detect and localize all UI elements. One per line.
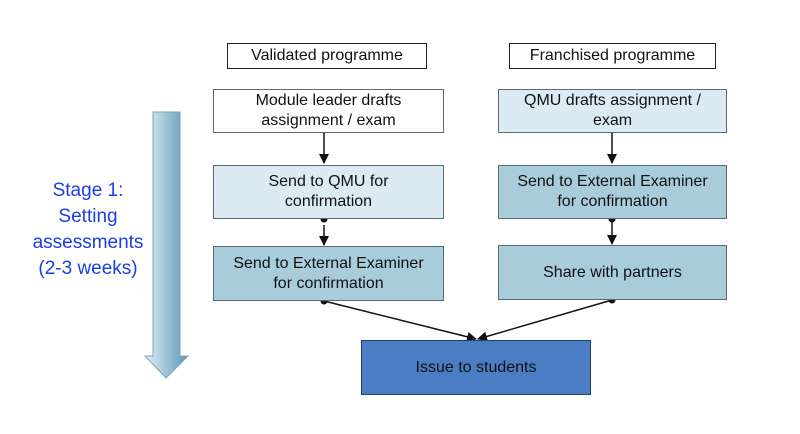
validated-programme-header: Validated programme [227,43,427,69]
validated-step-send-to-examiner: Send to External Examiner for confirmati… [213,246,444,301]
stage-label: Stage 1: Setting assessments (2-3 weeks) [18,178,158,282]
validated-step-draft: Module leader drafts assignment / exam [213,89,444,133]
franchised-programme-header: Franchised programme [509,43,716,69]
franchised-step-send-to-examiner: Send to External Examiner for confirmati… [498,165,727,219]
stage-label-line-3: assessments [32,232,144,253]
issue-to-students-box: Issue to students [361,340,591,395]
franchised-step-draft: QMU drafts assignment / exam [498,89,727,133]
timeline-down-arrow [143,111,190,379]
stage-label-line-4: (2-3 weeks) [38,258,138,279]
stage-label-line-2: Setting [58,206,118,227]
franchised-step-share-with-partners: Share with partners [498,245,727,300]
validated-step-send-to-qmu: Send to QMU for confirmation [213,165,444,219]
stage-label-line-1: Stage 1: [52,180,124,201]
